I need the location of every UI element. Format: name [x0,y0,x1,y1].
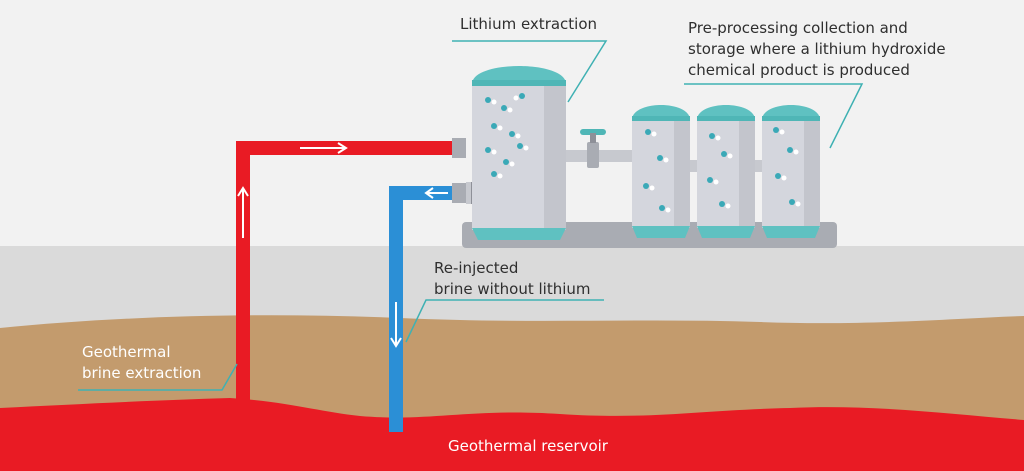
storage-tank-1 [632,105,690,238]
label-preprocessing-line-3: chemical product is produced [688,61,910,79]
particle-dots [485,93,801,213]
label-reinjected-line-2: brine without lithium [434,280,591,298]
pipe-connectors [452,138,466,203]
callout-lines [78,40,864,391]
label-extraction-line-2: brine extraction [82,364,202,382]
label-reinjected: Re-injected brine without lithium [434,258,591,300]
valve-icon [580,129,606,168]
arrow-icon [237,142,448,348]
label-preprocessing: Pre-processing collection and storage wh… [688,18,946,81]
label-lithium-extraction: Lithium extraction [460,15,598,33]
label-extraction-line-1: Geothermal [82,343,171,361]
storage-tank-3 [762,105,820,238]
callout-extraction [78,363,238,391]
callout-preprocessing [684,83,864,149]
label-reinjected-line-1: Re-injected [434,259,519,277]
label-extraction: Geothermal brine extraction [82,342,201,384]
callout-reinjected [405,299,604,343]
label-reservoir: Geothermal reservoir [448,437,608,455]
storage-tank-2 [697,105,755,238]
label-preprocessing-line-1: Pre-processing collection and [688,19,908,37]
extraction-tank [472,66,566,240]
geothermal-reservoir [0,398,1024,471]
hot-brine-pipe [236,141,455,412]
label-preprocessing-line-2: storage where a lithium hydroxide [688,40,946,58]
callout-lithium-extraction [452,40,608,103]
